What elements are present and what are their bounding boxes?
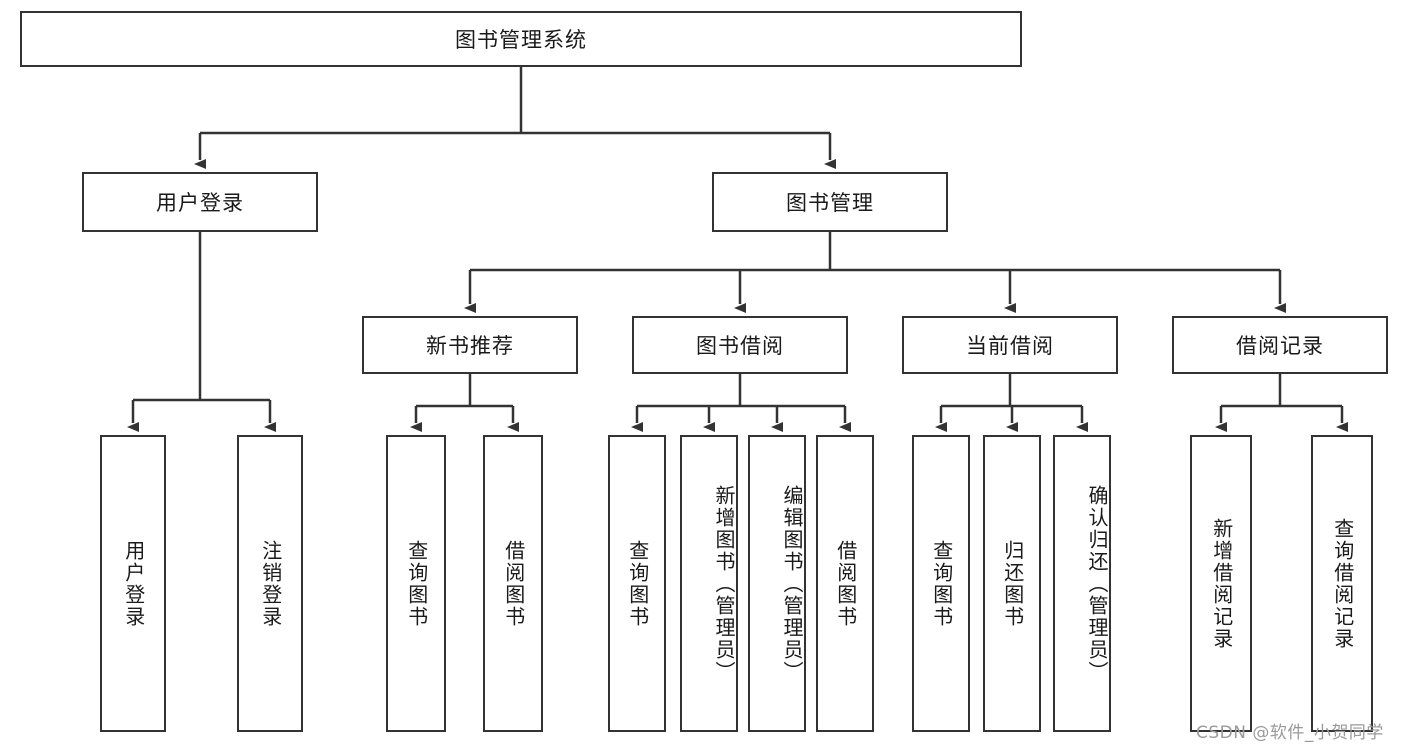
- node-leaf-user-login[interactable]: 用户登录: [100, 435, 166, 732]
- node-leaf-edit-book-admin-label: 编辑图书（管理员）: [780, 484, 804, 683]
- node-borrow-record[interactable]: 借阅记录: [1172, 316, 1388, 374]
- node-book-manage[interactable]: 图书管理: [712, 172, 948, 232]
- node-leaf-query-borrow-record[interactable]: 查询借阅记录: [1311, 435, 1373, 732]
- node-leaf-borrow-book-label: 借阅图书: [833, 539, 858, 628]
- node-user-login[interactable]: 用户登录: [82, 172, 318, 232]
- node-new-book-rec[interactable]: 新书推荐: [362, 316, 578, 374]
- node-leaf-add-borrow-record[interactable]: 新增借阅记录: [1190, 435, 1252, 732]
- node-leaf-borrow-book-rec[interactable]: 借阅图书: [483, 435, 543, 732]
- node-leaf-borrow-book[interactable]: 借阅图书: [816, 435, 874, 732]
- node-leaf-logout[interactable]: 注销登录: [237, 435, 303, 732]
- node-leaf-logout-label: 注销登录: [258, 539, 283, 628]
- node-user-login-label: 用户登录: [156, 191, 244, 215]
- node-leaf-query-book-borrow[interactable]: 查询图书: [608, 435, 666, 732]
- node-leaf-return-book-label: 归还图书: [1000, 539, 1025, 628]
- node-leaf-borrow-book-rec-label: 借阅图书: [501, 539, 526, 628]
- node-leaf-query-book-borrow-label: 查询图书: [625, 539, 650, 628]
- node-leaf-user-login-label: 用户登录: [121, 539, 146, 628]
- node-leaf-confirm-return-admin[interactable]: 确认归还（管理员）: [1053, 435, 1111, 732]
- node-leaf-add-book-admin[interactable]: 新增图书（管理员）: [680, 435, 738, 732]
- node-current-borrow-label: 当前借阅: [966, 334, 1054, 358]
- node-leaf-add-book-admin-label: 新增图书（管理员）: [712, 484, 736, 683]
- node-leaf-query-book-rec-label: 查询图书: [404, 539, 429, 628]
- node-root[interactable]: 图书管理系统: [20, 11, 1022, 67]
- node-borrow-record-label: 借阅记录: [1236, 334, 1324, 358]
- node-leaf-edit-book-admin[interactable]: 编辑图书（管理员）: [748, 435, 806, 732]
- node-leaf-return-book[interactable]: 归还图书: [983, 435, 1041, 732]
- node-leaf-add-borrow-record-label: 新增借阅记录: [1209, 517, 1234, 650]
- node-new-book-rec-label: 新书推荐: [426, 334, 514, 358]
- node-book-borrow[interactable]: 图书借阅: [632, 316, 848, 374]
- node-leaf-query-book-current[interactable]: 查询图书: [912, 435, 970, 732]
- node-leaf-query-book-current-label: 查询图书: [929, 539, 954, 628]
- node-current-borrow[interactable]: 当前借阅: [902, 316, 1118, 374]
- node-book-borrow-label: 图书借阅: [696, 334, 784, 358]
- csdn-watermark: CSDN @软件_小贺同学: [1196, 723, 1384, 743]
- node-leaf-query-book-rec[interactable]: 查询图书: [386, 435, 446, 732]
- node-book-manage-label: 图书管理: [786, 191, 874, 215]
- node-leaf-confirm-return-admin-label: 确认归还（管理员）: [1085, 484, 1109, 683]
- node-leaf-query-borrow-record-label: 查询借阅记录: [1330, 517, 1355, 650]
- node-root-label: 图书管理系统: [455, 28, 587, 52]
